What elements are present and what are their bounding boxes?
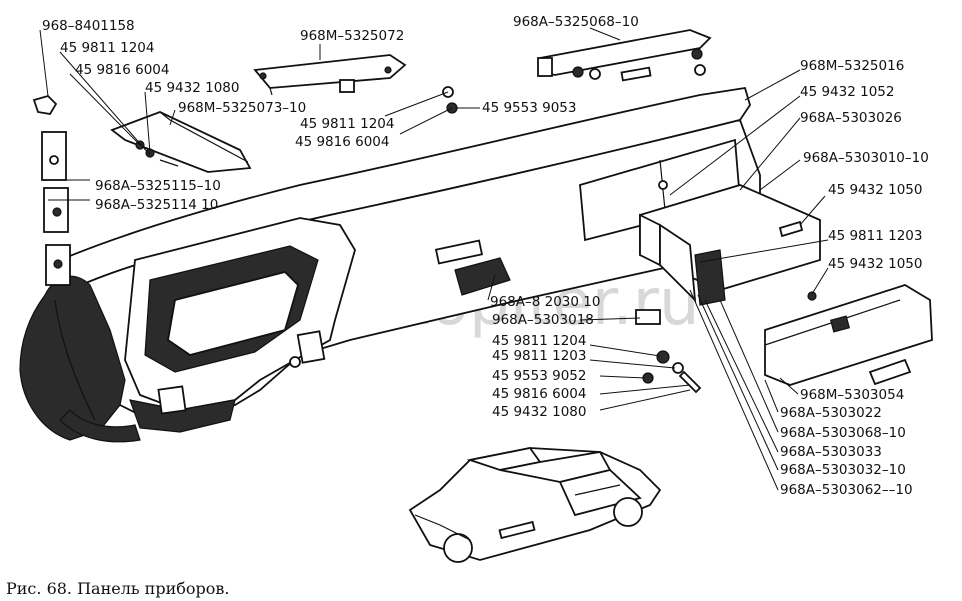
label-45-9432-1050-a: 45 9432 1050 <box>828 182 922 198</box>
label-45-9811-1203-a: 45 9811 1203 <box>828 228 922 244</box>
label-45-9553-9053: 45 9553 9053 <box>482 100 576 116</box>
top-right-bracket <box>537 29 712 82</box>
top-bracket <box>253 54 407 96</box>
upper-left-bracket <box>110 111 252 173</box>
glove-box-assembly <box>635 184 933 386</box>
label-45-9432-1080-a: 45 9432 1080 <box>145 80 239 96</box>
side-brackets <box>32 94 71 286</box>
label-968a-5303062-10: 968A–5303062––10 <box>780 482 913 498</box>
label-968a-5303033: 968A–5303033 <box>780 444 882 460</box>
label-45-9811-1203-b: 45 9811 1203 <box>492 348 586 364</box>
label-968m-5325016: 968M–5325016 <box>800 58 904 74</box>
label-45-9816-6004-b: 45 9816 6004 <box>295 134 389 150</box>
leader-lines <box>39 27 829 491</box>
lower-middle-hardware <box>642 350 702 394</box>
label-45-9811-1204-b: 45 9811 1204 <box>300 116 394 132</box>
label-45-9432-1050-b: 45 9432 1050 <box>828 256 922 272</box>
label-968a-5325115-10: 968A–5325115–10 <box>95 178 221 194</box>
label-968a-5303010-10: 968A–5303010–10 <box>803 150 929 166</box>
label-968a-5303018: 968A–5303018 <box>492 312 594 328</box>
dashboard-panel <box>19 86 761 443</box>
label-968a-5325114-10: 968A–5325114 10 <box>95 197 218 213</box>
label-968a-5303032-10: 968A–5303032–10 <box>780 462 906 478</box>
figure-caption: Рис. 68. Панель приборов. <box>6 579 229 598</box>
label-968m-5325072: 968M–5325072 <box>300 28 404 44</box>
label-968-8401158: 968–8401158 <box>42 18 135 34</box>
label-968a-8203010: 968A–8 2030 10 <box>490 294 600 310</box>
label-968m-5325073-10: 968M–5325073–10 <box>178 100 306 116</box>
label-968a-5303022: 968A–5303022 <box>780 405 882 421</box>
label-45-9811-1204-a: 45 9811 1204 <box>60 40 154 56</box>
label-45-9553-9052: 45 9553 9052 <box>492 368 586 384</box>
label-45-9816-6004-a: 45 9816 6004 <box>75 62 169 78</box>
label-45-9432-1080-b: 45 9432 1080 <box>492 404 586 420</box>
label-968a-5325068-10: 968A–5325068–10 <box>513 14 639 30</box>
label-45-9432-1052: 45 9432 1052 <box>800 84 894 100</box>
car-illustration <box>408 447 662 563</box>
label-968a-5303026: 968A–5303026 <box>800 110 902 126</box>
part-labels: 968–8401158 45 9811 1204 45 9816 6004 45… <box>42 14 929 498</box>
label-45-9811-1204-c: 45 9811 1204 <box>492 333 586 349</box>
label-968m-5303054: 968M–5303054 <box>800 387 904 403</box>
label-968a-5303068-10: 968A–5303068–10 <box>780 425 906 441</box>
label-45-9816-6004-c: 45 9816 6004 <box>492 386 586 402</box>
